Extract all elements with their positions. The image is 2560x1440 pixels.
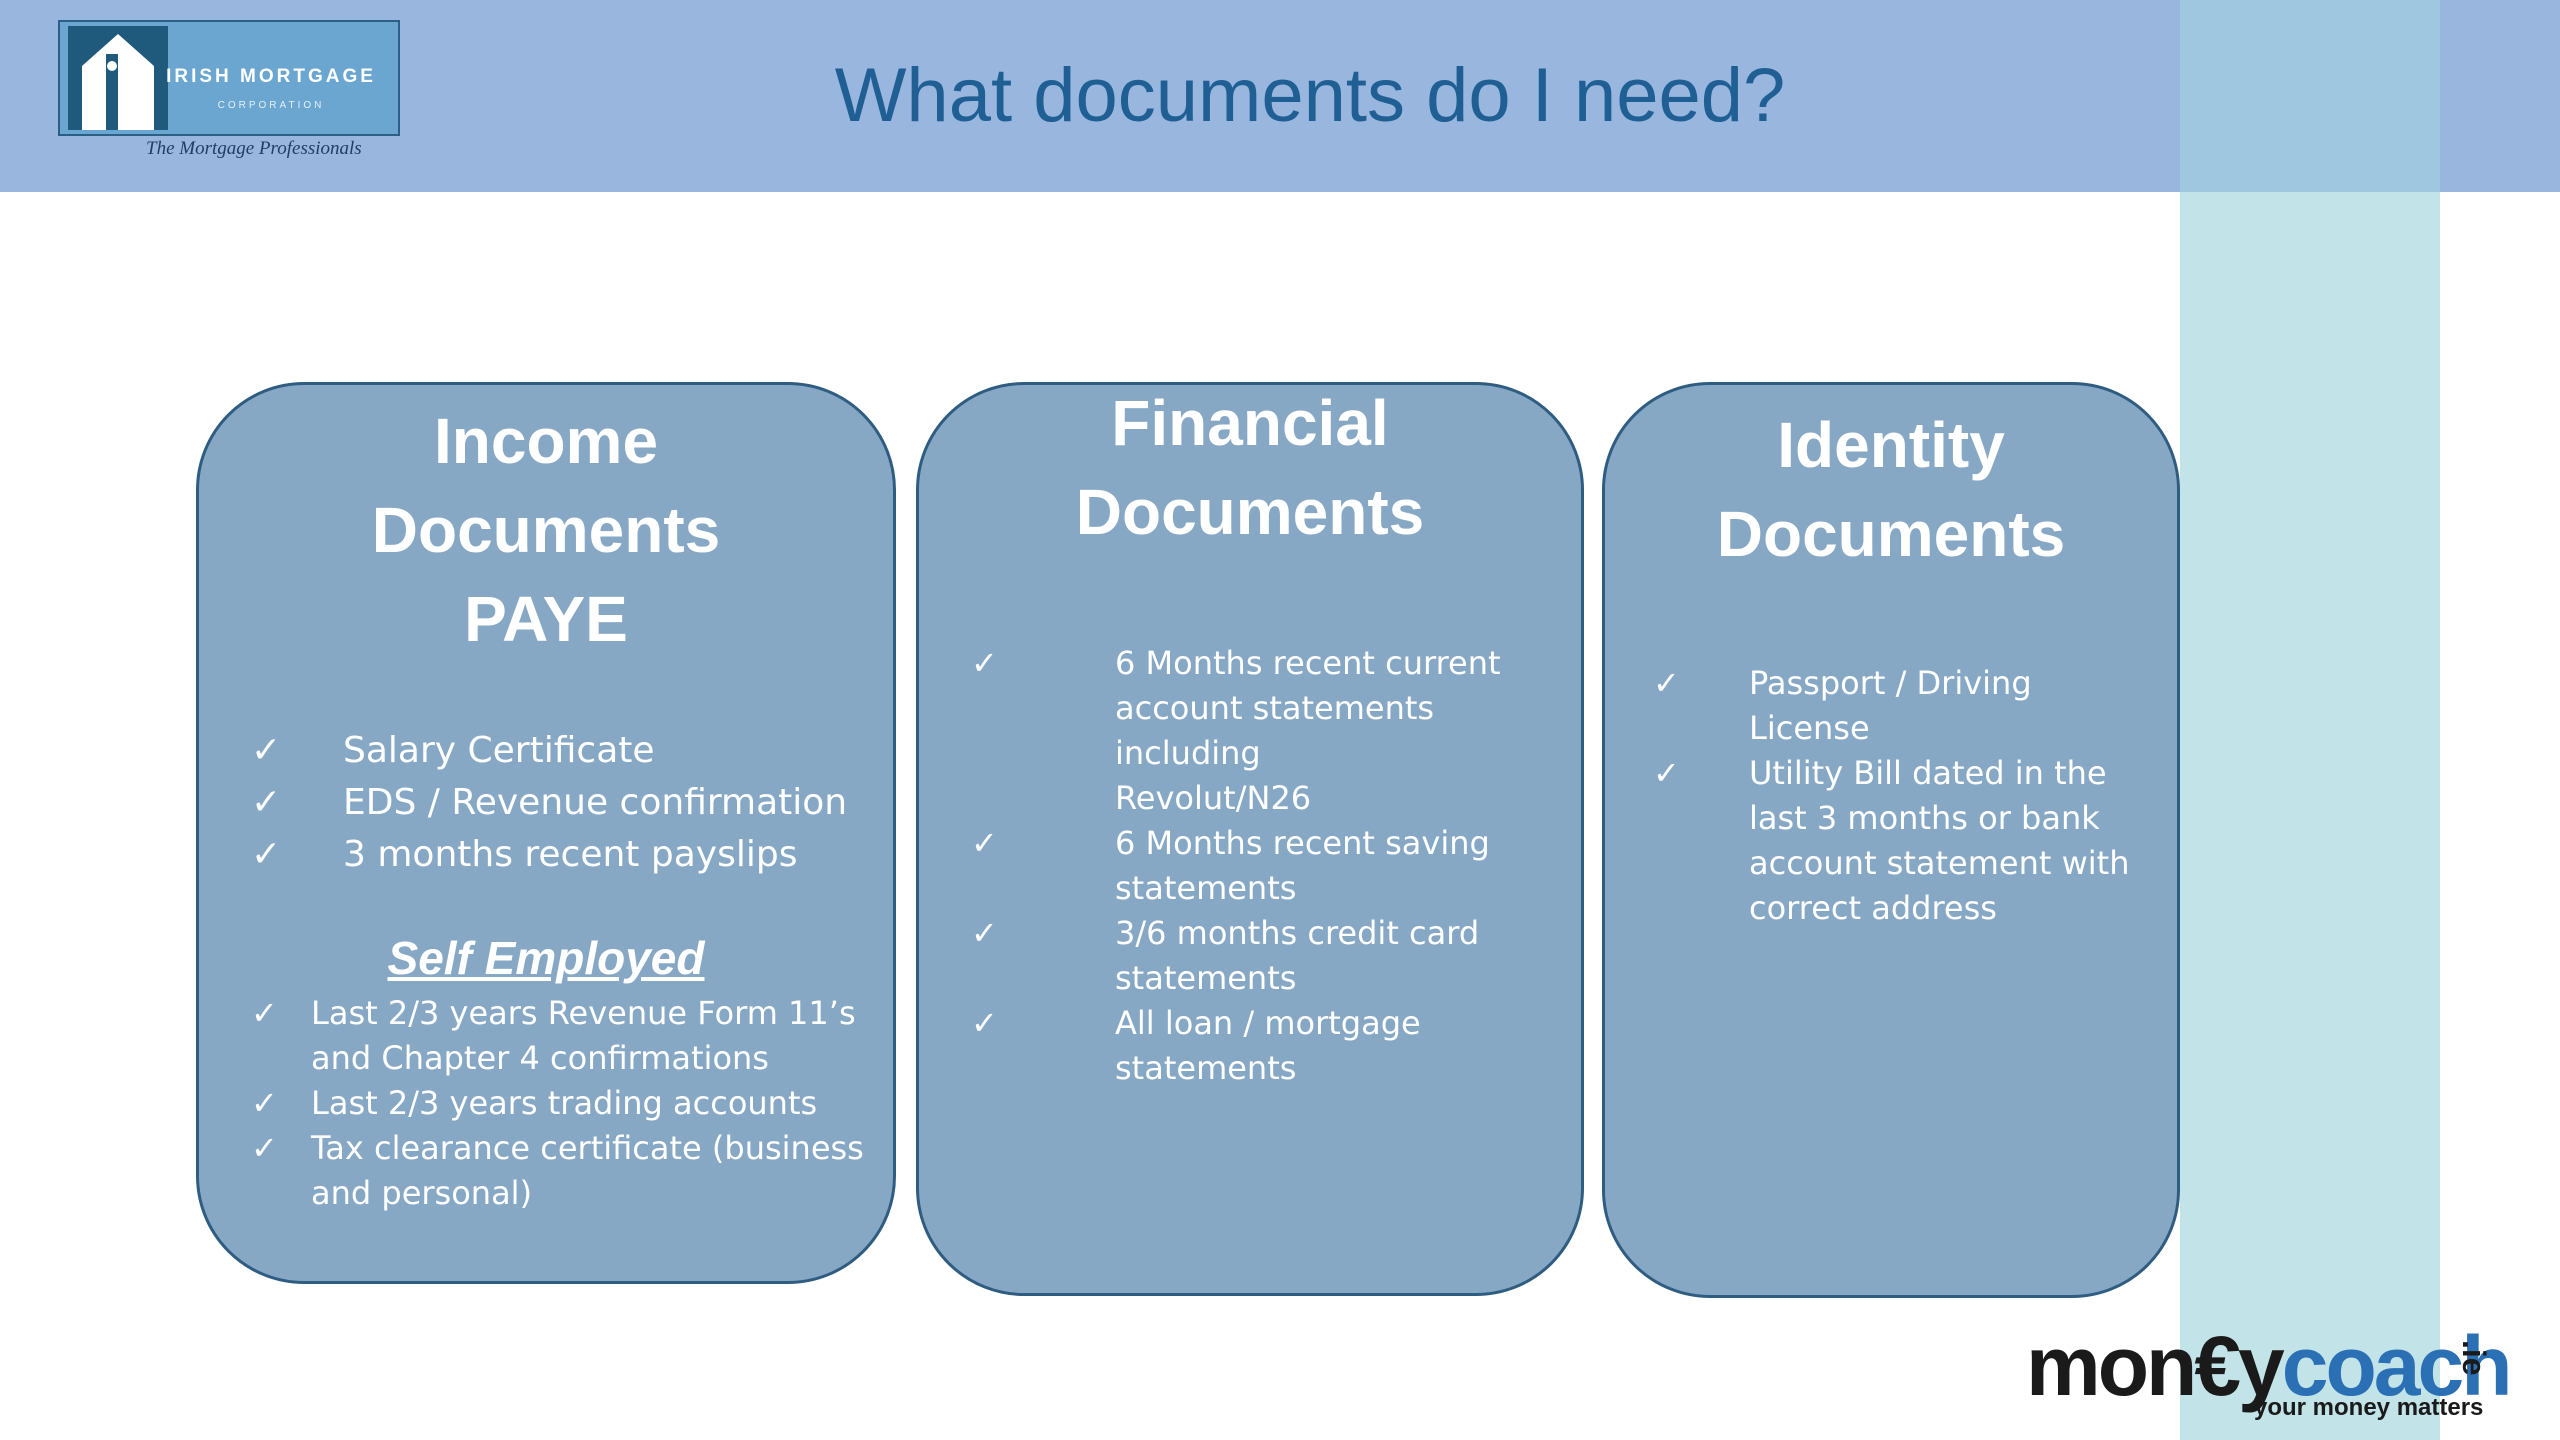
item-text-line: Last 2/3 years Revenue Form 11’s [311,994,856,1032]
card-title-line: Documents [1716,498,2066,570]
checkmark-icon: ✓ [1653,754,1680,792]
item-text-line: account statements including [1115,689,1435,772]
financial-documents-card: Financial Documents ✓ 6 Months recent cu… [916,382,1584,1296]
checkmark-icon: ✓ [971,914,998,952]
logo-part-blue: coach [2281,1319,2513,1413]
list-item: ✓ 6 Months recent current account statem… [971,641,1571,821]
checkmark-icon: ✓ [251,834,282,875]
logo-part: mon [2026,1319,2197,1413]
item-text-line: last 3 months or bank [1749,799,2100,837]
list-item: ✓ 3/6 months credit card statements [971,911,1571,1001]
list-item: ✓ Last 2/3 years trading accounts [251,1081,891,1126]
logo-subtitle: CORPORATION [217,100,325,111]
checkmark-icon: ✓ [251,782,282,823]
checkmark-icon: ✓ [971,1004,998,1042]
logo-box: IRISH MORTGAGE CORPORATION [58,20,400,136]
item-text-line: Utility Bill dated in the [1749,754,2107,792]
card-title-line: Documents [1075,476,1425,548]
checkmark-icon: ✓ [971,824,998,862]
item-text: EDS / Revenue confirmation [343,782,848,823]
card-title: Income Documents PAYE [199,397,893,664]
checkmark-icon: ✓ [971,644,998,682]
accent-strip [2180,0,2440,1440]
list-item: ✓ Tax clearance certificate (business an… [251,1126,891,1216]
item-text-line: statements [1115,1049,1297,1087]
logo-part: y [2238,1319,2285,1413]
item-text-line: 6 Months recent saving [1115,824,1490,862]
logo-wordmark: mon€ycoach [2026,1318,2513,1414]
item-text-line: All loan / mortgage [1115,1004,1421,1042]
house-icon [68,26,168,130]
self-employed-checklist: ✓ Last 2/3 years Revenue Form 11’s and C… [251,991,891,1216]
logo-euro-glyph: € [2194,1319,2241,1413]
list-item: ✓ Last 2/3 years Revenue Form 11’s and C… [251,991,891,1081]
checkmark-icon: ✓ [1653,664,1680,702]
item-text-line: Tax clearance certificate (business [311,1129,864,1167]
card-title: Identity Documents [1605,401,2177,579]
card-title-line: Identity [1777,409,2005,481]
self-employed-heading: Self Employed [387,932,705,984]
list-item: ✓ Passport / Driving License [1653,661,2173,751]
list-item: ✓ All loan / mortgage statements [971,1001,1571,1091]
logo-domain-suffix: .ie [2456,1340,2492,1376]
item-text: Salary Certificate [343,730,655,771]
item-text-line: License [1749,709,1870,747]
checkmark-icon: ✓ [251,1129,278,1167]
item-text-line: account statement with [1749,844,2130,882]
item-text-line: 3/6 months credit card [1115,914,1480,952]
moneycoach-logo: mon€ycoach .ie your money matters [2026,1318,2526,1428]
list-item: ✓ EDS / Revenue confirmation [251,777,891,829]
card-title-line: Income [433,405,659,477]
item-text-line: Last 2/3 years trading accounts [311,1084,818,1122]
card-title: Financial Documents [919,379,1581,557]
item-text-line: correct address [1749,889,1997,927]
accent-strip-top [2180,0,2440,192]
checkmark-icon: ✓ [251,994,278,1032]
logo-name: IRISH MORTGAGE [166,66,376,87]
item-text-line: 6 Months recent current [1115,644,1501,682]
financial-checklist: ✓ 6 Months recent current account statem… [971,641,1571,1091]
item-text-line: Passport / Driving [1749,664,2032,702]
irish-mortgage-logo: IRISH MORTGAGE CORPORATION The Mortgage … [58,20,400,170]
income-documents-card: Income Documents PAYE ✓ Salary Certifica… [196,382,896,1284]
logo-tagline: The Mortgage Professionals [146,138,362,159]
list-item: ✓ 3 months recent payslips [251,829,891,881]
paye-checklist: ✓ Salary Certificate ✓ EDS / Revenue con… [251,725,891,881]
checkmark-icon: ✓ [251,1084,278,1122]
list-item: ✓ 6 Months recent saving statements [971,821,1571,911]
logo-tagline: your money matters [2254,1394,2484,1421]
item-text: 3 months recent payslips [343,834,798,875]
item-text-line: Revolut/N26 [1115,779,1312,817]
item-text-line: statements [1115,869,1297,907]
card-title-line: Financial [1111,387,1389,459]
checkmark-icon: ✓ [251,730,282,771]
page-title: What documents do I need? [834,53,1786,138]
list-item: ✓ Utility Bill dated in the last 3 month… [1653,751,2173,931]
identity-checklist: ✓ Passport / Driving License ✓ Utility B… [1653,661,2173,931]
item-text-line: statements [1115,959,1297,997]
card-title-line: PAYE [464,583,628,655]
item-text-line: and Chapter 4 confirmations [311,1039,769,1077]
identity-documents-card: Identity Documents ✓ Passport / Driving … [1602,382,2180,1298]
list-item: ✓ Salary Certificate [251,725,891,777]
card-title-line: Documents [371,494,721,566]
header-bar [0,0,2560,192]
item-text-line: and personal) [311,1174,533,1212]
